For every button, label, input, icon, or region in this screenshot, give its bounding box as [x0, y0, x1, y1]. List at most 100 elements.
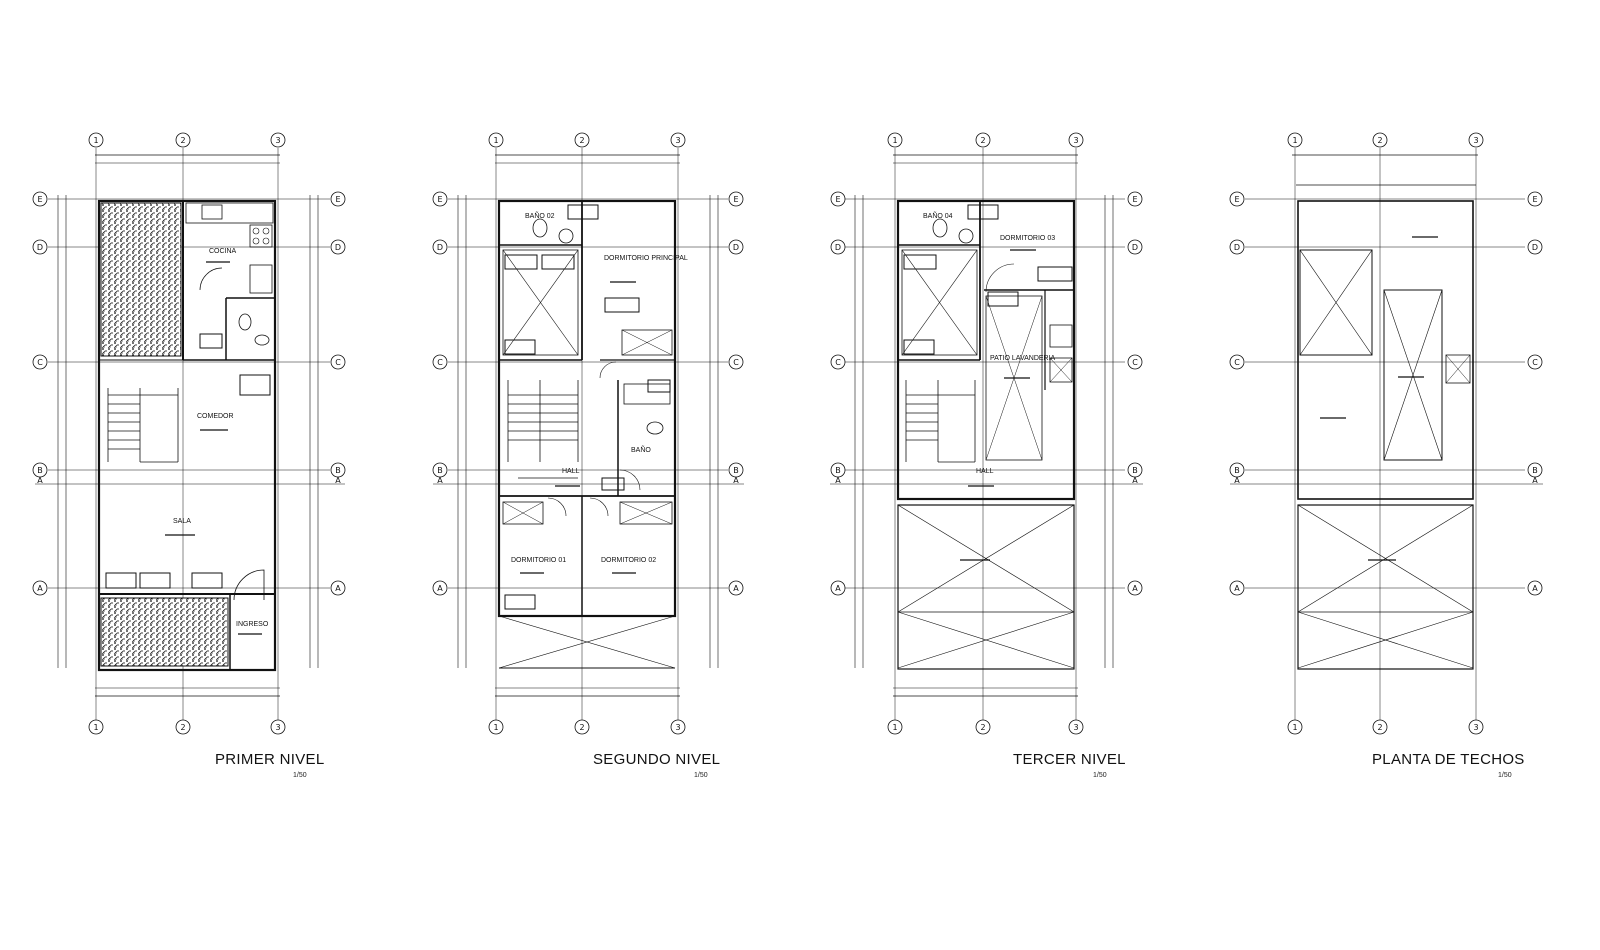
svg-text:A: A	[835, 476, 841, 485]
plan-planta-de-techos	[1229, 132, 1543, 735]
svg-text:2: 2	[180, 136, 185, 145]
svg-text:A: A	[437, 584, 443, 593]
svg-text:E: E	[37, 195, 42, 204]
svg-text:2: 2	[1377, 136, 1382, 145]
svg-text:3: 3	[1473, 136, 1478, 145]
room-label: DORMITORIO PRINCIPAL	[604, 255, 688, 262]
svg-text:A: A	[1234, 584, 1240, 593]
svg-text:1: 1	[493, 723, 498, 732]
plan-title: PLANTA DE TECHOS	[1372, 751, 1525, 768]
room-label: PATIO LAVANDERIA	[990, 355, 1056, 362]
svg-text:D: D	[1132, 243, 1138, 252]
svg-text:D: D	[835, 243, 841, 252]
svg-text:B: B	[835, 466, 841, 475]
svg-text:E: E	[733, 195, 738, 204]
svg-text:2: 2	[579, 136, 584, 145]
svg-text:C: C	[1532, 358, 1538, 367]
svg-text:E: E	[335, 195, 340, 204]
svg-text:A: A	[37, 584, 43, 593]
svg-text:A: A	[1532, 584, 1538, 593]
room-label: INGRESO	[236, 621, 269, 628]
svg-text:A: A	[835, 584, 841, 593]
svg-text:2: 2	[180, 723, 185, 732]
svg-text:C: C	[1234, 358, 1240, 367]
svg-text:A: A	[733, 476, 739, 485]
svg-text:E: E	[1234, 195, 1239, 204]
plan-scale: 1/50	[1093, 772, 1107, 779]
plan-scale: 1/50	[293, 772, 307, 779]
svg-text:A: A	[1234, 476, 1240, 485]
svg-text:B: B	[1532, 466, 1538, 475]
svg-text:C: C	[1132, 358, 1138, 367]
plan-segundo-nivel: BAÑO 02 DORMITORIO PRINCIPAL BAÑO HALL D…	[432, 132, 744, 735]
svg-text:3: 3	[1473, 723, 1478, 732]
room-label: SALA	[173, 518, 191, 525]
svg-text:D: D	[1532, 243, 1538, 252]
svg-text:D: D	[733, 243, 739, 252]
svg-text:3: 3	[1073, 723, 1078, 732]
plan-primer-nivel: COCINA COMEDOR SALA INGRESO	[32, 132, 346, 735]
svg-text:1: 1	[93, 136, 98, 145]
svg-text:3: 3	[275, 723, 280, 732]
svg-text:3: 3	[675, 136, 680, 145]
room-label: HALL	[562, 468, 580, 475]
svg-text:C: C	[37, 358, 43, 367]
room-label: HALL	[976, 468, 994, 475]
svg-text:1: 1	[892, 136, 897, 145]
svg-text:A: A	[733, 584, 739, 593]
svg-text:B: B	[1132, 466, 1138, 475]
svg-text:A: A	[437, 476, 443, 485]
svg-text:D: D	[1234, 243, 1240, 252]
svg-text:2: 2	[579, 723, 584, 732]
room-label: COMEDOR	[197, 413, 234, 420]
svg-text:E: E	[1532, 195, 1537, 204]
svg-text:1: 1	[1292, 723, 1297, 732]
svg-text:3: 3	[275, 136, 280, 145]
svg-text:D: D	[437, 243, 443, 252]
svg-text:2: 2	[980, 723, 985, 732]
plan-scale: 1/50	[1498, 772, 1512, 779]
svg-text:C: C	[733, 358, 739, 367]
svg-text:D: D	[37, 243, 43, 252]
svg-text:C: C	[437, 358, 443, 367]
svg-text:B: B	[437, 466, 443, 475]
svg-text:A: A	[37, 476, 43, 485]
svg-text:A: A	[335, 584, 341, 593]
svg-text:1: 1	[493, 136, 498, 145]
room-label: BAÑO	[631, 445, 651, 454]
svg-text:A: A	[335, 476, 341, 485]
svg-text:E: E	[835, 195, 840, 204]
svg-text:2: 2	[980, 136, 985, 145]
svg-text:A: A	[1132, 584, 1138, 593]
svg-text:B: B	[1234, 466, 1240, 475]
svg-text:1: 1	[93, 723, 98, 732]
plan-scale: 1/50	[694, 772, 708, 779]
room-label: DORMITORIO 03	[1000, 235, 1055, 242]
plan-tercer-nivel: BAÑO 04 DORMITORIO 03 PATIO LAVANDERIA H…	[830, 132, 1143, 735]
svg-text:B: B	[733, 466, 739, 475]
room-label: COCINA	[209, 248, 237, 255]
plan-title: SEGUNDO NIVEL	[593, 751, 720, 768]
room-label: DORMITORIO 01	[511, 557, 566, 564]
svg-text:1: 1	[892, 723, 897, 732]
svg-text:E: E	[1132, 195, 1137, 204]
svg-text:A: A	[1132, 476, 1138, 485]
room-label: BAÑO 04	[923, 211, 953, 220]
svg-text:E: E	[437, 195, 442, 204]
svg-text:1: 1	[1292, 136, 1297, 145]
room-label: DORMITORIO 02	[601, 557, 656, 564]
svg-text:3: 3	[675, 723, 680, 732]
svg-text:C: C	[335, 358, 341, 367]
svg-text:B: B	[335, 466, 341, 475]
plan-title: PRIMER NIVEL	[215, 751, 324, 768]
svg-text:A: A	[1532, 476, 1538, 485]
plan-title: TERCER NIVEL	[1013, 751, 1126, 768]
svg-text:B: B	[37, 466, 43, 475]
svg-text:D: D	[335, 243, 341, 252]
svg-text:C: C	[835, 358, 841, 367]
